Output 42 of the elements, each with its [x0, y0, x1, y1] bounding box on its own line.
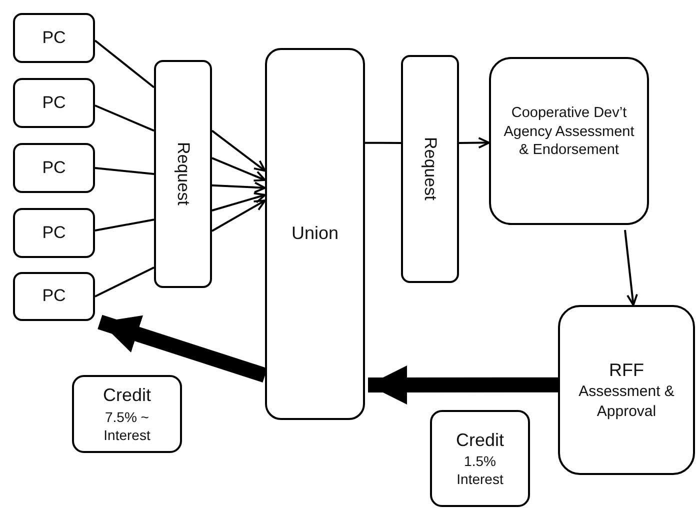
- node-label: Union: [291, 222, 339, 246]
- connector-line: [365, 142, 401, 144]
- pc-box: [13, 208, 95, 258]
- pc-box: [13, 13, 95, 63]
- node-text: 7.5% ~ Interest: [102, 408, 152, 444]
- connector-line: [94, 104, 154, 132]
- arrow: [458, 137, 490, 149]
- arrow: [212, 192, 266, 212]
- node-label: Request: [420, 137, 442, 201]
- arrow: [212, 157, 266, 182]
- node-label: PC: [42, 222, 66, 244]
- connector-line: [94, 218, 154, 232]
- node-text: 1.5% Interest: [456, 452, 504, 488]
- node-label: PC: [42, 26, 66, 49]
- connector-line: [94, 40, 155, 88]
- thick-arrow: [368, 366, 558, 404]
- connector-line: [94, 266, 154, 298]
- node-text: Assessment & Approval: [578, 382, 676, 422]
- approval-box: [558, 305, 695, 475]
- node-label: Request: [173, 142, 194, 206]
- node-label: PC: [42, 92, 66, 114]
- credit-box: [430, 410, 530, 507]
- union-box: [265, 48, 365, 420]
- node-label: Credit: [102, 384, 151, 408]
- pc-box: [13, 272, 95, 321]
- arrow: [212, 182, 266, 194]
- node-label: PC: [42, 285, 66, 308]
- thick-arrow: [98, 314, 268, 382]
- connector-line: [94, 167, 154, 175]
- pc-box: [13, 78, 95, 128]
- arrow: [211, 130, 266, 172]
- request-box: [154, 60, 212, 288]
- node-label: Cooperative Dev’t Agency Assessment & Endorsement: [502, 104, 636, 160]
- node-label: Credit: [456, 428, 504, 452]
- arrow: [212, 200, 266, 232]
- credit-box: [72, 375, 182, 453]
- agency-box: [489, 57, 649, 225]
- node-label: RFF: [609, 358, 644, 382]
- request-box: [401, 55, 459, 283]
- pc-box: [13, 143, 95, 193]
- node-label: PC: [42, 156, 66, 179]
- arrow: [624, 230, 638, 306]
